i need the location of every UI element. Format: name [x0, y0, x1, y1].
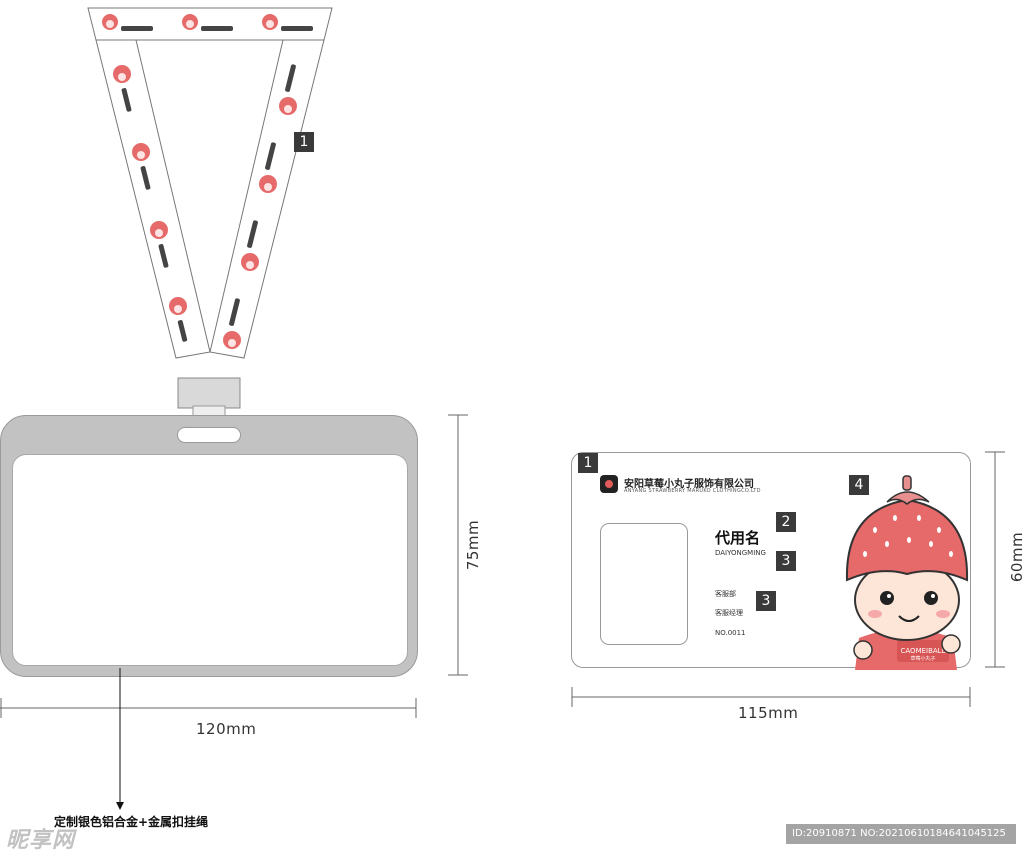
holder-window [12, 454, 408, 666]
department: 客服部 [715, 590, 736, 598]
lanyard-illustration [87, 7, 333, 433]
mascot-apron-text: CAOMEIBALL [901, 647, 946, 655]
lanyard-logo [223, 298, 241, 349]
lanyard-logo [169, 297, 188, 342]
lanyard-logo [241, 220, 259, 271]
badge-holder [0, 415, 418, 677]
holder-width-label: 120mm [196, 720, 257, 738]
lanyard-marker: 1 [294, 132, 314, 152]
strawberry-logo-icon [600, 475, 618, 493]
lanyard-logo [182, 14, 233, 31]
watermark-logo: 昵享网 [6, 828, 76, 853]
person-pinyin: DAIYONGMING [715, 549, 766, 557]
job-title: 客服经理 [715, 609, 743, 617]
company-english-name: ANYANG STRAWBERRY MARUKO CLOTHINGCO.LTD [624, 488, 761, 494]
card-width-label: 115mm [738, 704, 799, 722]
lanyard-logo [132, 143, 151, 190]
mascot-apron-sub: 草莓小丸子 [910, 655, 935, 662]
card-marker-1: 1 [578, 453, 598, 473]
photo-placeholder [600, 523, 688, 645]
card-marker-2: 2 [776, 512, 796, 532]
company-name: 安阳草莓小丸子服饰有限公司 [624, 479, 754, 490]
card-marker-3b: 3 [756, 591, 776, 611]
lanyard-logo [279, 64, 297, 115]
material-label: 定制银色铝合金+金属扣挂绳 [54, 815, 209, 829]
person-name: 代用名 [715, 529, 761, 547]
card-marker-3a: 3 [776, 551, 796, 571]
badge-number: NO.0011 [715, 629, 746, 637]
lanyard-logo [113, 65, 132, 112]
lanyard-logo [259, 142, 277, 193]
lanyard-logo [102, 14, 153, 31]
lanyard-logo [262, 14, 313, 31]
strawberry-mascot-icon: CAOMEIBALL 草莓小丸子 [845, 475, 969, 670]
holder-slot [177, 427, 241, 443]
card-marker-4: 4 [849, 475, 869, 495]
holder-height-label: 75mm [464, 519, 483, 571]
card-height-label: 60mm [1008, 531, 1024, 583]
watermark-id: ID:20910871 NO:20210610184641045125 [786, 824, 1016, 844]
lanyard-logo [150, 221, 169, 268]
